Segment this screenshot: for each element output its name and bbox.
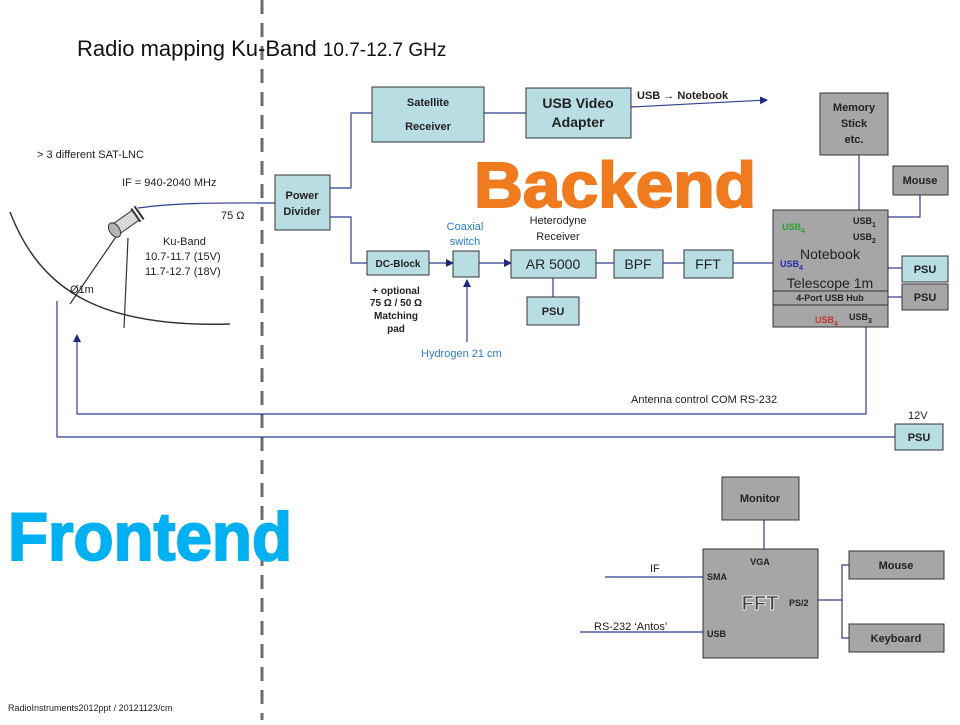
svg-text:Satellite: Satellite xyxy=(407,97,449,109)
rs232-antos-label: RS-232 ‘Antos’ xyxy=(594,621,667,633)
satellite-dish-icon xyxy=(9,205,231,329)
memory-stick-box: Memory Stick etc. xyxy=(819,92,889,156)
antenna-control-label: Antenna control COM RS-232 xyxy=(631,394,777,406)
frontend-label: Frontend xyxy=(8,499,292,575)
usb-to-notebook-label: USB → Notebook xyxy=(637,90,729,102)
if-label: IF = 940-2040 MHz xyxy=(122,177,216,189)
fft-box: FFT xyxy=(683,249,734,279)
svg-text:USB1: USB1 xyxy=(853,216,876,229)
svg-text:Divider: Divider xyxy=(283,206,321,218)
fft-computer-title: FFT xyxy=(742,593,779,615)
band-low-label: 10.7-11.7 (15V) xyxy=(145,251,221,263)
voltage-label: 12V xyxy=(908,410,928,422)
svg-text:USB Video: USB Video xyxy=(542,95,613,111)
svg-text:PS/2: PS/2 xyxy=(789,598,809,608)
psu-right-2-box: PSU xyxy=(901,283,949,311)
dc-block-box: DC-Block xyxy=(366,250,430,276)
heterodyne-label: Heterodyne xyxy=(530,215,587,227)
coaxial-switch-label-2: switch xyxy=(450,236,481,248)
psu-12v-box: PSU xyxy=(894,423,944,451)
svg-text:Monitor: Monitor xyxy=(740,493,781,505)
lnc-label: > 3 different SAT-LNC xyxy=(37,149,144,161)
notebook-telescope: Telescope 1m xyxy=(787,275,873,291)
svg-text:DC-Block: DC-Block xyxy=(375,259,420,270)
svg-text:etc.: etc. xyxy=(845,134,864,146)
svg-text:PSU: PSU xyxy=(914,264,937,276)
hydrogen-label: Hydrogen 21 cm xyxy=(421,348,502,360)
ku-band-label: Ku-Band xyxy=(163,236,206,248)
svg-text:75 Ω / 50 Ω: 75 Ω / 50 Ω xyxy=(370,298,422,309)
svg-text:AR 5000: AR 5000 xyxy=(526,256,581,272)
svg-text:FFT: FFT xyxy=(695,256,721,272)
power-divider-box: Power Divider xyxy=(274,174,331,231)
svg-text:Mouse: Mouse xyxy=(879,560,914,572)
fft-computer-box: VGA SMA FFT PS/2 USB xyxy=(702,548,819,659)
svg-text:USB4: USB4 xyxy=(815,315,838,328)
svg-text:Memory: Memory xyxy=(833,102,876,114)
keyboard-box: Keyboard xyxy=(848,623,945,653)
usb-hub-label: 4-Port USB Hub xyxy=(796,293,864,303)
svg-text:Power: Power xyxy=(285,190,319,202)
notebook-name: Notebook xyxy=(800,246,861,262)
svg-text:pad: pad xyxy=(387,324,405,335)
bpf-box: BPF xyxy=(613,249,664,279)
svg-text:Keyboard: Keyboard xyxy=(871,633,922,645)
diameter-label: Ø1m xyxy=(70,284,94,296)
svg-text:USB4: USB4 xyxy=(780,259,803,272)
svg-text:USB4: USB4 xyxy=(782,222,805,235)
psu-ar5000-box: PSU xyxy=(526,296,580,326)
svg-text:Matching: Matching xyxy=(374,311,418,322)
svg-text:Stick: Stick xyxy=(841,118,868,130)
backend-label: Backend xyxy=(474,149,756,221)
svg-text:USB: USB xyxy=(707,629,727,639)
svg-text:PSU: PSU xyxy=(914,292,937,304)
signal-wires xyxy=(56,96,921,639)
svg-text:+ optional: + optional xyxy=(372,286,420,297)
svg-text:Adapter: Adapter xyxy=(552,114,605,130)
mouse-box-bottom: Mouse xyxy=(848,550,945,580)
coaxial-switch-box xyxy=(452,250,480,278)
svg-text:USB3: USB3 xyxy=(849,312,872,325)
fft-if-label: IF xyxy=(650,563,660,575)
matching-pad-label: + optional 75 Ω / 50 Ω Matching pad xyxy=(370,286,422,335)
svg-text:USB2: USB2 xyxy=(853,232,876,245)
impedance-label: 75 Ω xyxy=(221,210,245,222)
band-high-label: 11.7-12.7 (18V) xyxy=(145,266,221,278)
svg-text:Receiver: Receiver xyxy=(405,121,452,133)
svg-text:SMA: SMA xyxy=(707,572,728,582)
heterodyne-label-2: Receiver xyxy=(536,231,580,243)
svg-text:BPF: BPF xyxy=(624,256,651,272)
usb-video-adapter-box: USB Video Adapter xyxy=(525,87,632,139)
footer-text: RadioInstruments2012ppt / 20121123/cm xyxy=(8,703,172,713)
psu-right-1-box: PSU xyxy=(901,255,949,283)
ar5000-box: AR 5000 xyxy=(510,249,597,279)
page-title: Radio mapping Ku-Band 10.7-12.7 GHz xyxy=(77,36,446,61)
monitor-box: Monitor xyxy=(721,476,800,521)
coaxial-switch-label: Coaxial xyxy=(447,221,484,233)
notebook-box: USB4 USB1 USB2 Notebook USB4 Telescope 1… xyxy=(772,209,889,328)
satellite-receiver-box: Satellite Receiver xyxy=(371,86,485,143)
svg-text:PSU: PSU xyxy=(542,306,565,318)
svg-text:VGA: VGA xyxy=(750,557,770,567)
svg-text:Mouse: Mouse xyxy=(903,175,938,187)
mouse-box-top: Mouse xyxy=(892,165,949,196)
svg-text:PSU: PSU xyxy=(908,432,931,444)
